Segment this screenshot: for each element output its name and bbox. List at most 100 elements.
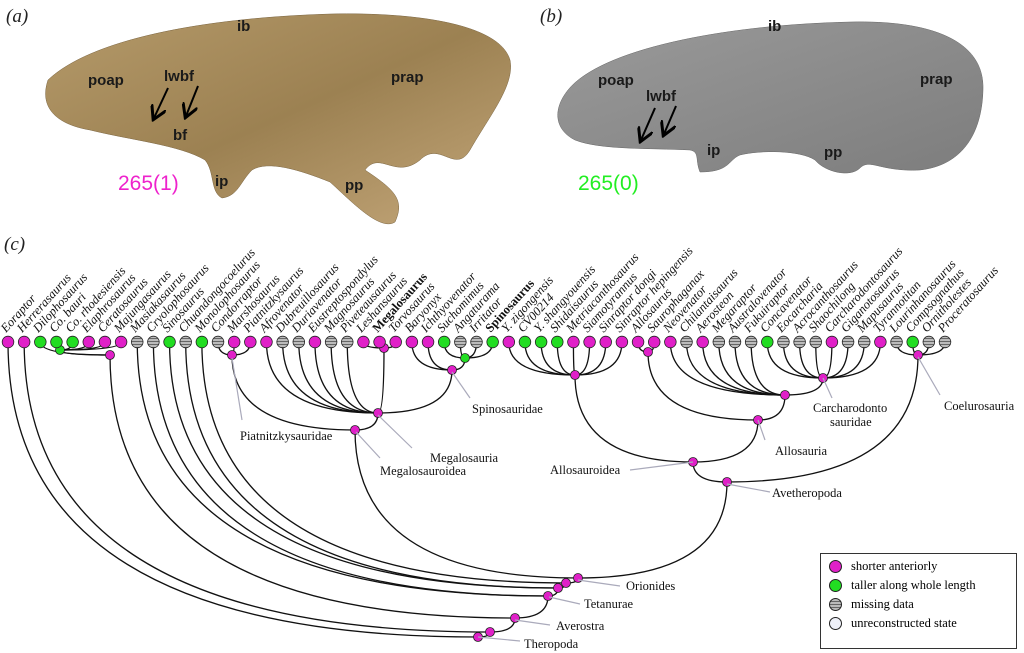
arrow-icon — [186, 85, 199, 116]
tip-state-marker — [437, 335, 451, 349]
tip-state-marker — [357, 335, 370, 349]
tip-state-marker — [147, 335, 160, 349]
bone-3d-model — [557, 21, 984, 174]
tip-state-marker — [50, 335, 63, 349]
tree-branch — [514, 595, 549, 619]
node-state-marker — [543, 591, 553, 601]
node-state-marker — [105, 350, 115, 360]
node-state-marker — [460, 353, 470, 363]
tip-state-marker — [486, 335, 499, 349]
tip-state-marker — [98, 335, 112, 349]
panel-a-label: (a) — [6, 6, 28, 27]
panel-b-label: (b) — [540, 6, 562, 27]
clade-avetheropoda: Avetheropoda — [772, 486, 842, 500]
clade-orionides: Orionides — [626, 579, 675, 593]
tip-state-marker — [324, 335, 338, 349]
legend-label: missing data — [851, 597, 914, 611]
tree-branch — [201, 341, 567, 584]
tip-state-marker — [179, 335, 192, 349]
state-265-1: 265(1) — [118, 172, 179, 195]
tip-state-marker — [227, 335, 241, 349]
node-state-marker — [561, 578, 571, 588]
tree-branch — [784, 377, 824, 396]
panel-c-label: (c) — [4, 234, 25, 255]
legend-item-unreconstructed: unreconstructed state — [829, 614, 1016, 633]
tree-branch — [231, 354, 356, 431]
tip-state-marker — [131, 335, 144, 349]
tree-branch — [574, 374, 694, 463]
tree-branch — [377, 347, 385, 414]
tree-branch — [750, 341, 786, 396]
tip-state-marker — [890, 335, 903, 349]
tip-state-marker — [389, 335, 402, 349]
tree-branch — [7, 341, 479, 638]
tip-state-marker — [421, 335, 435, 349]
tip-state-marker — [244, 335, 257, 349]
label-poap-a: poap — [88, 72, 124, 89]
tip-state-marker — [260, 335, 273, 349]
tip-state-marker — [1, 335, 15, 349]
bone-photo-specimen — [45, 13, 511, 225]
clade-allosauroidea: Allosauroidea — [550, 463, 621, 477]
legend-item-missing: missing data — [829, 595, 1016, 614]
node-state-marker — [780, 390, 790, 400]
tree-branch — [109, 354, 516, 619]
tip-state-marker — [922, 335, 936, 349]
label-pp-b: pp — [824, 144, 842, 161]
tree-branch — [822, 341, 882, 379]
tip-state-marker — [34, 335, 47, 349]
tip-state-marker — [567, 335, 580, 349]
tree-branch — [185, 341, 559, 589]
clade-megalosauria: Megalosauria — [430, 451, 498, 465]
tree-branch — [330, 341, 379, 414]
label-prap-a: prap — [391, 69, 424, 86]
tree-branch — [577, 481, 728, 579]
node-state-marker — [570, 370, 580, 380]
tree-branch — [314, 341, 379, 414]
tip-state-marker — [583, 335, 596, 349]
tip-state-marker — [211, 335, 225, 349]
tip-state-marker — [292, 335, 305, 349]
clade-spinosauridae: Spinosauridae — [472, 402, 543, 416]
tip-state-marker — [680, 335, 693, 349]
tip-state-marker — [938, 335, 952, 349]
label-ib-b: ib — [768, 18, 781, 35]
tree-branch — [647, 351, 759, 421]
tree-branch — [377, 369, 453, 414]
label-lwbf-a: lwbf — [164, 68, 195, 85]
tip-state-marker — [551, 335, 564, 349]
hatched-circle-icon — [829, 598, 842, 611]
legend-label: unreconstructed state — [851, 616, 957, 630]
tip-state-marker — [373, 335, 386, 349]
clade-carcharodontosauridae-2: sauridae — [830, 415, 872, 429]
tip-state-marker — [712, 335, 726, 349]
tip-state-marker — [793, 335, 806, 349]
tree-branch — [354, 429, 579, 579]
tree-branch — [168, 341, 559, 589]
tip-state-marker — [114, 335, 128, 349]
tree-branch — [692, 461, 728, 483]
tip-state-marker — [615, 335, 629, 349]
tree-branch — [798, 341, 824, 379]
tip-state-marker — [696, 335, 709, 349]
arrow-icon — [664, 105, 677, 134]
legend-label: shorter anteriorly — [851, 559, 938, 573]
tip-state-marker — [744, 335, 758, 349]
node-state-marker — [553, 583, 563, 593]
label-pp-a: pp — [345, 177, 363, 194]
magenta-circle-icon — [829, 560, 842, 573]
tip-state-marker — [761, 335, 774, 349]
tip-state-marker — [454, 335, 467, 349]
tip-state-marker — [648, 335, 661, 349]
node-state-marker — [373, 408, 383, 418]
node-state-marker — [913, 350, 923, 360]
tree-branch — [281, 341, 379, 414]
tip-state-marker — [664, 335, 677, 349]
clade-carcharodontosauridae: Carcharodonto — [813, 401, 887, 415]
tip-state-marker — [631, 335, 645, 349]
legend-label: taller along whole length — [851, 578, 976, 592]
tip-state-marker — [599, 335, 612, 349]
tip-state-marker — [502, 335, 516, 349]
